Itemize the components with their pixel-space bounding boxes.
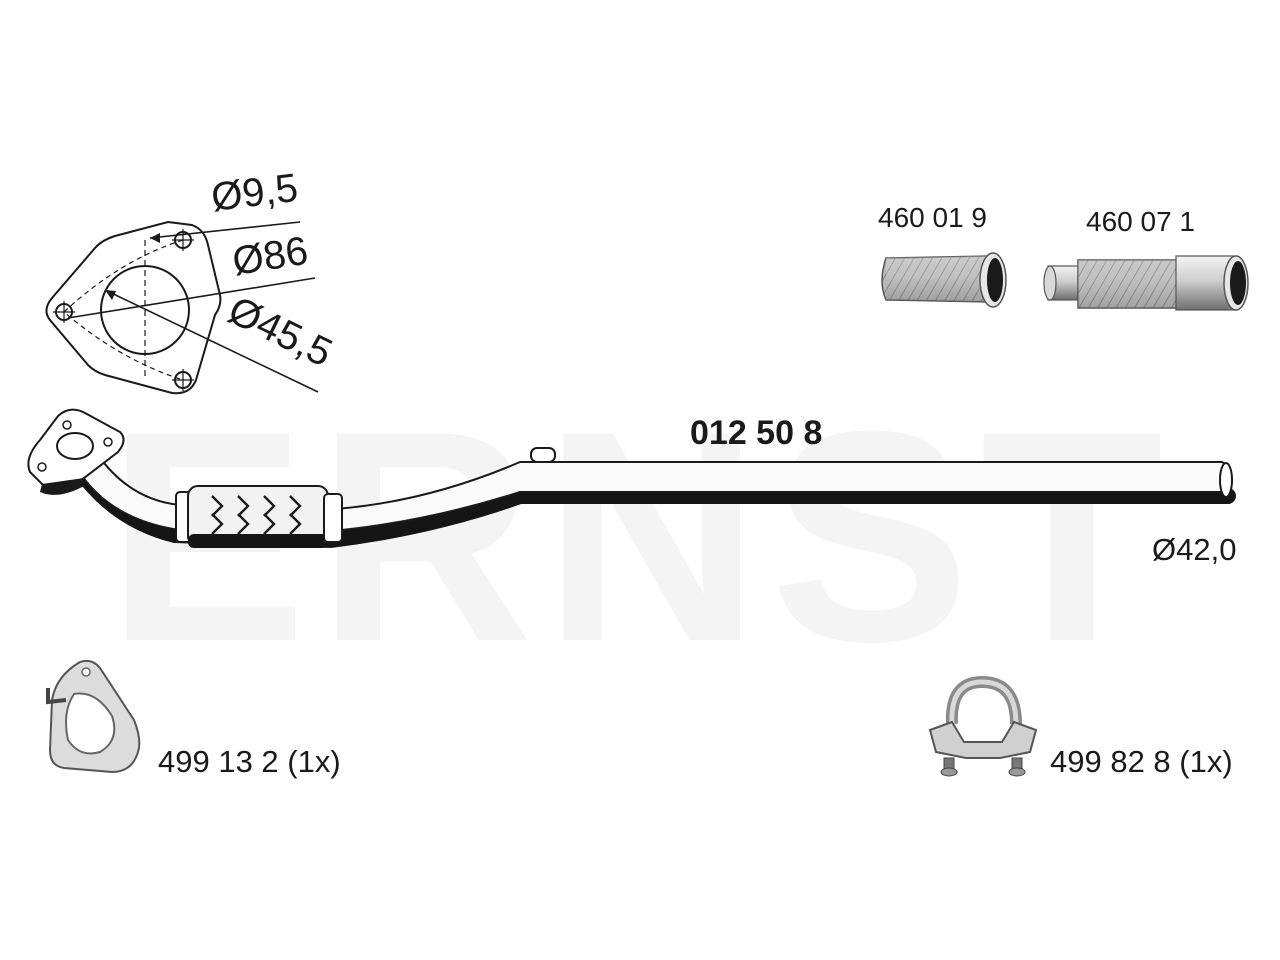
accessory-number-460071: 460 07 1 (1086, 206, 1195, 237)
flex-section (175, 485, 343, 548)
main-part-number: 012 50 8 (690, 414, 823, 452)
accessory-number-499828: 499 82 8 (1x) (1050, 744, 1233, 779)
accessory-number-460019: 460 01 9 (878, 202, 987, 233)
pipe-diameter-label: Ø42,0 (1152, 532, 1237, 567)
bolt-hole-bottom (172, 369, 194, 391)
accessory-number-499132: 499 13 2 (1x) (158, 744, 341, 779)
